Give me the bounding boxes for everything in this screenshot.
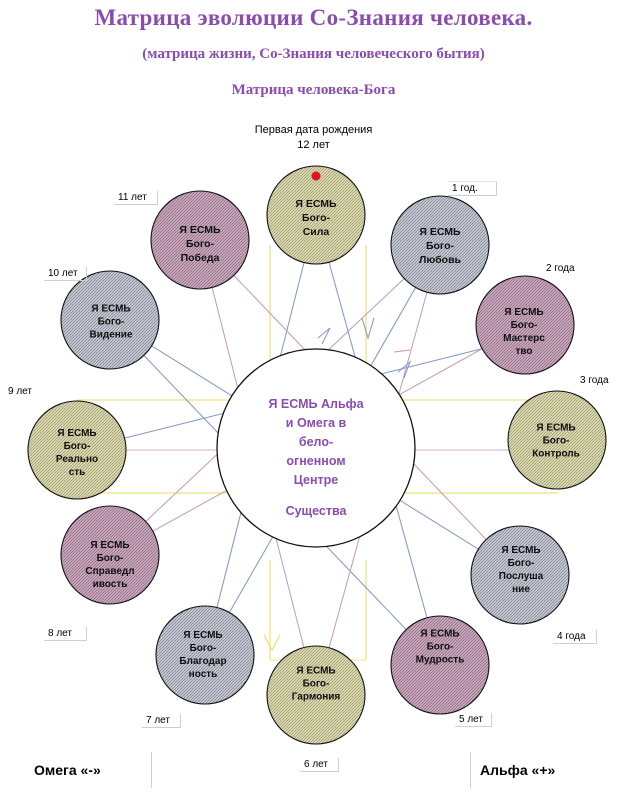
birth-date-label: Первая дата рождения: [254, 124, 373, 136]
arrow-icon: [263, 634, 281, 652]
flow-arrows: [263, 317, 412, 652]
center-label: Я ЕСМЬ Альфа и Омега в бело- огненном Це…: [268, 397, 364, 518]
circle-bogo-videnie: [60, 270, 160, 370]
circle-bogo-masterstvo: [475, 275, 575, 375]
age-label-7: 7 лет: [142, 714, 181, 728]
circle-bogo-blagodarnost: [155, 605, 255, 705]
age-label-5: 5 лет: [455, 713, 492, 727]
circle-bogo-sila: [266, 165, 366, 265]
alpha-label: Альфа «+»: [480, 762, 556, 778]
age-label-8: 8 лет: [44, 627, 87, 641]
page-title: Матрица эволюции Со-Знания человека.: [94, 5, 533, 30]
age-label-10: 10 лет: [44, 267, 87, 281]
circle-bogo-spravedlivost: [60, 505, 160, 605]
circle-bogo-lyubov: [390, 195, 490, 295]
page-subtitle: (матрица жизни, Со-Знания человеческого …: [142, 46, 485, 62]
age-label-11: 11 лет: [114, 191, 158, 205]
age-label-1: 1 год.: [448, 181, 497, 196]
age-label-6: 6 лет: [300, 758, 339, 772]
circle-bogo-mudrost: [390, 615, 490, 715]
circle-bogo-poslushanie: [470, 525, 570, 625]
circle-bogo-realnost: [27, 400, 127, 500]
circle-bogo-garmoniya: [266, 645, 366, 745]
arrow-icon: [361, 317, 375, 340]
center-circle: [216, 348, 416, 548]
arrow-icon: [397, 360, 412, 379]
alpha-divider: [470, 752, 471, 788]
arrow-icon: [393, 349, 411, 353]
circle-bogo-pobeda: [150, 190, 250, 290]
omega-label: Омега «-»: [34, 762, 101, 778]
age-label-4: 4 года: [553, 630, 597, 644]
age-label-9: 9 лет: [8, 386, 32, 397]
age-label-2: 2 года: [546, 263, 575, 274]
omega-divider: [151, 752, 152, 788]
age-label-3: 3 года: [580, 375, 609, 386]
start-marker-dot: [311, 171, 321, 181]
page-subtitle-2: Матрица человека-Бога: [231, 82, 396, 98]
circle-bogo-kontrol: [507, 390, 607, 490]
birth-age-label: 12 лет: [297, 139, 330, 151]
arrow-icon: [317, 327, 331, 345]
virtue-circles: [27, 165, 607, 745]
